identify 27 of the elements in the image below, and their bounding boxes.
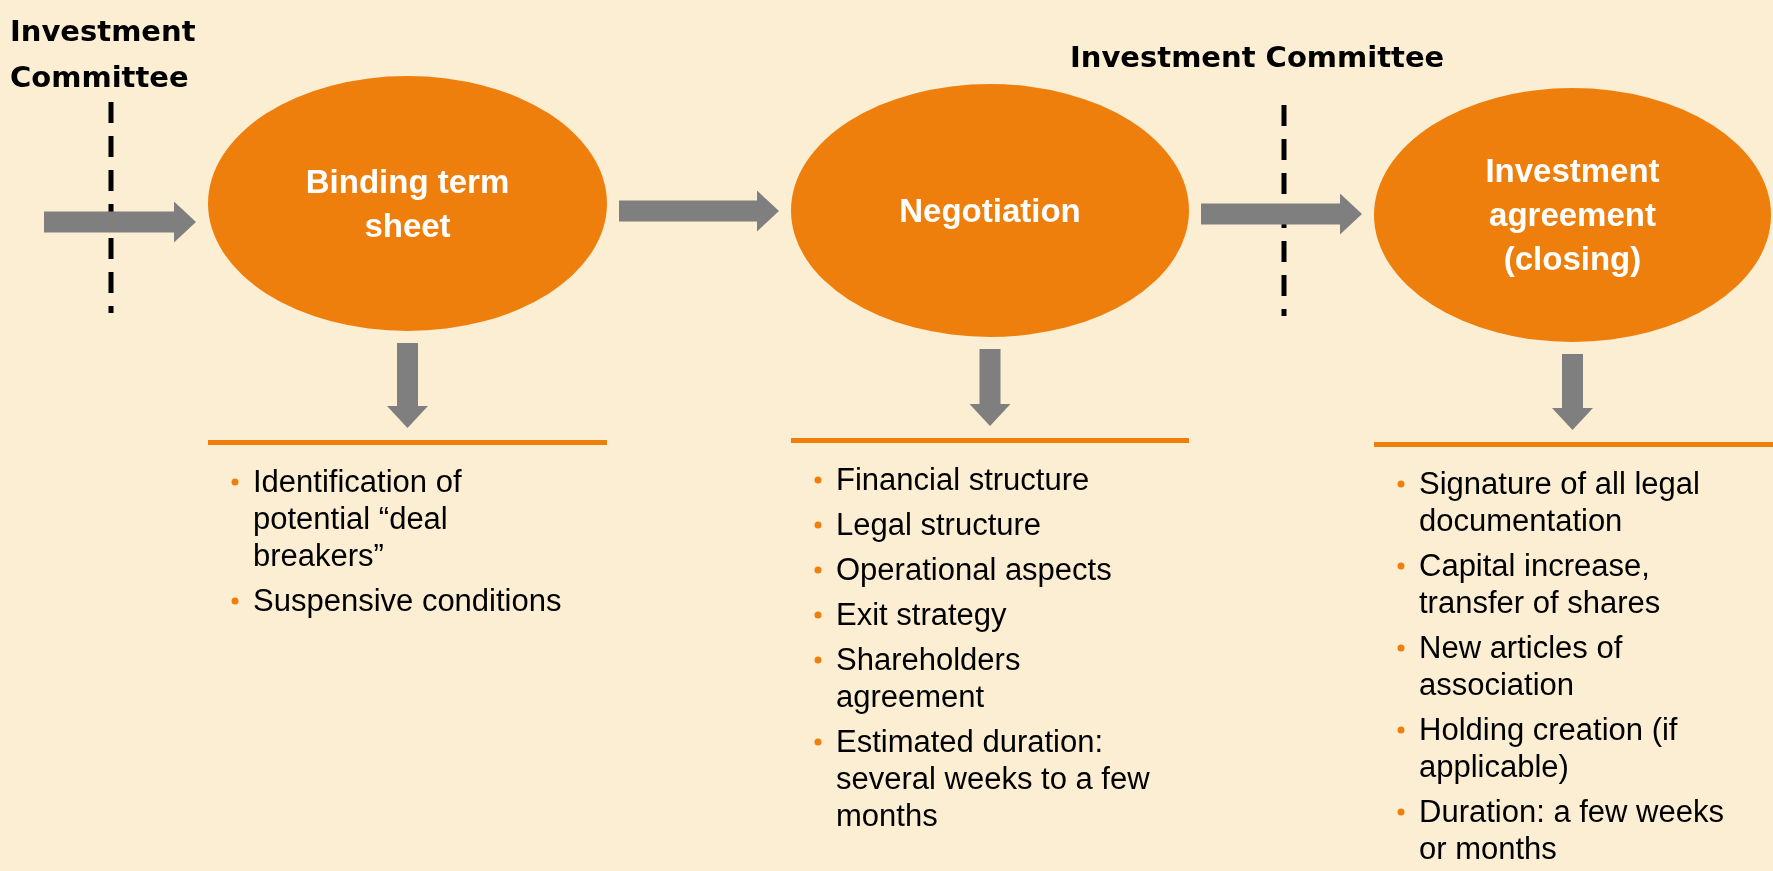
arrow	[1201, 193, 1362, 235]
bullet-text: Holding creation (if applicable)	[1419, 711, 1679, 785]
arrow	[969, 349, 1011, 426]
process-ellipse	[208, 76, 607, 331]
bullet-text: New articles of association	[1419, 629, 1624, 703]
process-ellipse	[1374, 88, 1771, 342]
arrow	[1552, 354, 1593, 430]
committee-label: Investment Committee	[10, 13, 197, 96]
bullet-text: Capital increase, transfer of shares	[1419, 547, 1662, 621]
arrow	[44, 201, 196, 243]
step-title: Negotiation	[898, 190, 1082, 231]
bullet-text: Shareholders agreement	[836, 641, 1022, 715]
step-title: Investment agreement (closing)	[1484, 151, 1661, 279]
arrow	[619, 190, 779, 232]
process-ellipse	[791, 84, 1189, 337]
bullet-text: Legal structure	[836, 506, 1043, 543]
step-title: Binding term sheet	[304, 161, 511, 246]
bullet-text: Exit strategy	[836, 596, 1008, 633]
bullet-text: Suspensive conditions	[253, 582, 563, 619]
bullet-text: Estimated duration: several weeks to a few months	[836, 723, 1151, 834]
committee-label: Investment Committee	[1070, 39, 1446, 76]
bullet-text: Signature of all legal documentation	[1419, 465, 1701, 539]
arrow	[387, 343, 428, 428]
bullet-text: Identification of potential “deal breakers”	[253, 463, 463, 574]
bullet-text: Financial structure	[836, 461, 1091, 498]
bullet-text: Operational aspects	[836, 551, 1113, 588]
bullet-text: Duration: a few weeks or months	[1419, 793, 1725, 867]
